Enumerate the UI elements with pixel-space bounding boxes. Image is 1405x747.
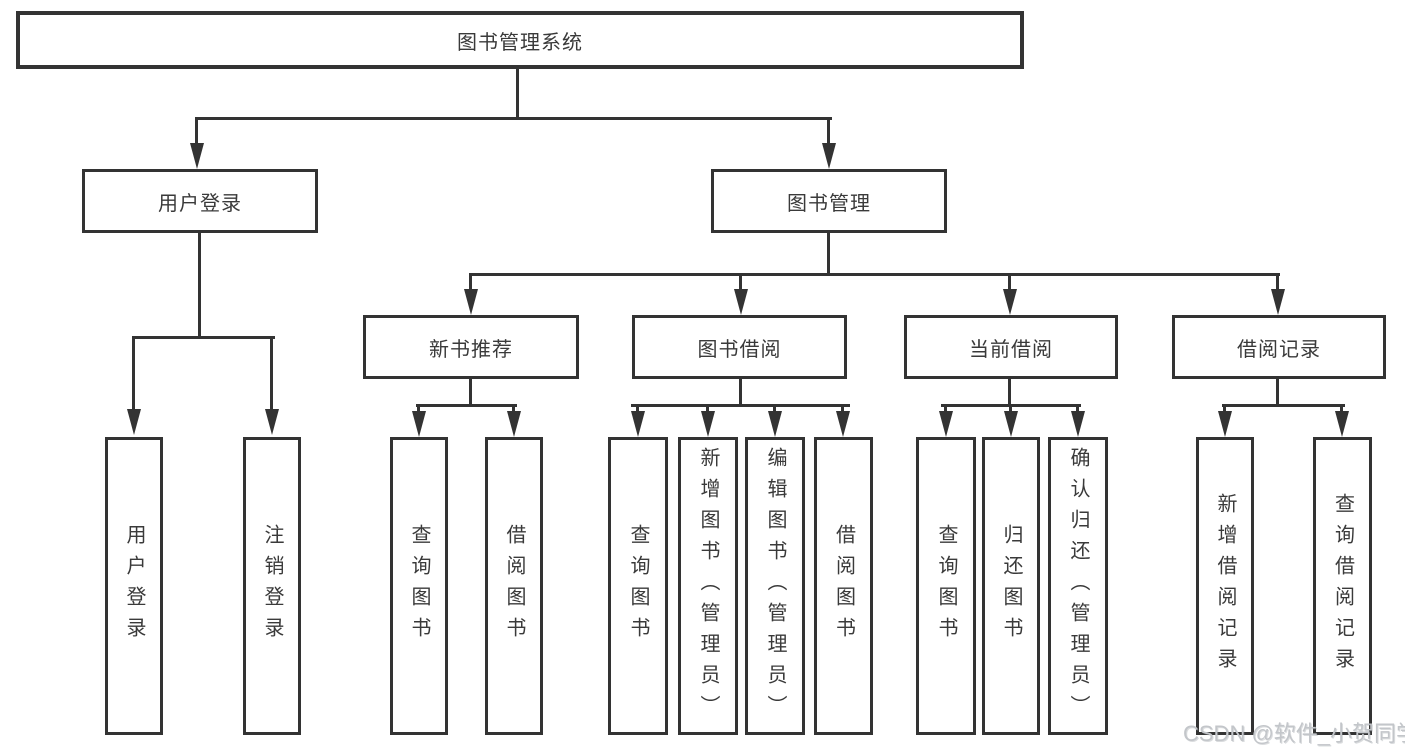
connector-arrow-stem xyxy=(1009,404,1012,414)
node-user-login: 用户登录 xyxy=(82,169,318,233)
node-leaf-borrow-books-borrowing: 借阅图书 xyxy=(814,437,873,735)
arrow-down-icon xyxy=(412,411,426,437)
arrow-down-icon xyxy=(190,143,204,169)
node-leaf-confirm-return-admin-label: 确认归还（管理员） xyxy=(1067,446,1089,726)
connector-arrow-stem xyxy=(1276,273,1279,291)
node-leaf-query-books-current: 查询图书 xyxy=(916,437,976,735)
connector-arrow-stem xyxy=(636,404,639,414)
node-leaf-query-books-recommend-label: 查询图书 xyxy=(408,524,430,648)
arrow-down-icon xyxy=(127,409,141,435)
node-leaf-add-book-admin: 新增图书（管理员） xyxy=(678,437,738,735)
arrow-down-icon xyxy=(836,411,850,437)
connector-arrow-stem xyxy=(270,336,273,411)
node-book-borrowing: 图书借阅 xyxy=(632,315,847,379)
connector-records-stem xyxy=(1276,379,1279,407)
connector-root-hline xyxy=(195,117,832,120)
arrow-down-icon xyxy=(822,143,836,169)
node-leaf-add-book-admin-label: 新增图书（管理员） xyxy=(697,446,719,726)
node-new-book-recommend: 新书推荐 xyxy=(363,315,579,379)
node-leaf-user-login-label: 用户登录 xyxy=(123,524,145,648)
connector-user-login-hline xyxy=(132,336,275,339)
node-leaf-borrow-books-borrowing-label: 借阅图书 xyxy=(832,524,855,648)
connector-arrow-stem xyxy=(706,404,709,414)
connector-user-login-stem xyxy=(198,233,201,338)
arrow-down-icon xyxy=(734,289,748,315)
watermark: CSDN @软件_小贺同学 xyxy=(1183,721,1405,746)
node-leaf-logout: 注销登录 xyxy=(243,437,301,735)
node-leaf-edit-book-admin: 编辑图书（管理员） xyxy=(745,437,805,735)
arrow-down-icon xyxy=(939,411,953,437)
node-library-system-label: 图书管理系统 xyxy=(457,31,583,54)
node-library-system: 图书管理系统 xyxy=(16,11,1024,69)
connector-recommend-hline xyxy=(416,404,517,407)
node-leaf-query-borrow-record-label: 查询借阅记录 xyxy=(1331,493,1354,679)
arrow-down-icon xyxy=(1071,411,1085,437)
arrow-down-icon xyxy=(464,289,478,315)
node-current-borrowing: 当前借阅 xyxy=(904,315,1118,379)
connector-arrow-stem xyxy=(417,404,420,414)
arrow-down-icon xyxy=(265,409,279,435)
arrow-down-icon xyxy=(1218,411,1232,437)
node-new-book-recommend-label: 新书推荐 xyxy=(429,338,513,361)
connector-arrow-user-login-stem xyxy=(195,117,198,145)
connector-arrow-stem xyxy=(469,273,472,291)
connector-arrow-stem xyxy=(1340,404,1343,414)
connector-arrow-stem xyxy=(1008,273,1011,291)
connector-arrow-stem xyxy=(739,273,742,291)
node-leaf-query-borrow-record: 查询借阅记录 xyxy=(1313,437,1372,735)
connector-borrowing-stem xyxy=(739,379,742,407)
node-leaf-edit-book-admin-label: 编辑图书（管理员） xyxy=(764,446,786,726)
node-leaf-add-borrow-record-label: 新增借阅记录 xyxy=(1214,493,1236,679)
node-leaf-confirm-return-admin: 确认归还（管理员） xyxy=(1048,437,1108,735)
connector-recommend-stem xyxy=(469,379,472,407)
node-book-management: 图书管理 xyxy=(711,169,947,233)
connector-records-hline xyxy=(1222,404,1345,407)
node-leaf-borrow-books-recommend: 借阅图书 xyxy=(485,437,543,735)
node-leaf-logout-label: 注销登录 xyxy=(261,524,283,648)
node-leaf-query-books-recommend: 查询图书 xyxy=(390,437,448,735)
connector-arrow-stem xyxy=(512,404,515,414)
connector-book-mgmt-stem xyxy=(827,233,830,276)
node-leaf-borrow-books-recommend-label: 借阅图书 xyxy=(503,524,525,648)
connector-book-mgmt-hline xyxy=(469,273,1280,276)
arrow-down-icon xyxy=(768,411,782,437)
node-leaf-add-borrow-record: 新增借阅记录 xyxy=(1196,437,1254,735)
connector-borrowing-hline xyxy=(631,404,850,407)
connector-arrow-stem xyxy=(841,404,844,414)
connector-arrow-stem xyxy=(944,404,947,414)
connector-arrow-stem xyxy=(132,336,135,411)
node-leaf-return-book-label: 归还图书 xyxy=(1000,524,1022,648)
connector-current-stem xyxy=(1008,379,1011,407)
node-user-login-label: 用户登录 xyxy=(158,192,242,215)
arrow-down-icon xyxy=(701,411,715,437)
connector-arrow-stem xyxy=(1076,404,1079,414)
arrow-down-icon xyxy=(507,411,521,437)
node-leaf-query-books-current-label: 查询图书 xyxy=(935,524,957,648)
arrow-down-icon xyxy=(1335,411,1349,437)
node-borrow-records-label: 借阅记录 xyxy=(1237,338,1321,361)
node-book-management-label: 图书管理 xyxy=(787,192,871,215)
connector-root-stem xyxy=(516,69,519,117)
node-leaf-user-login: 用户登录 xyxy=(105,437,163,735)
node-book-borrowing-label: 图书借阅 xyxy=(697,338,782,361)
arrow-down-icon xyxy=(1003,289,1017,315)
connector-arrow-stem xyxy=(773,404,776,414)
node-borrow-records: 借阅记录 xyxy=(1172,315,1386,379)
arrow-down-icon xyxy=(1004,411,1018,437)
node-leaf-return-book: 归还图书 xyxy=(982,437,1040,735)
node-leaf-query-books-borrowing-label: 查询图书 xyxy=(627,524,649,648)
node-leaf-query-books-borrowing: 查询图书 xyxy=(608,437,668,735)
connector-arrow-stem xyxy=(1223,404,1226,414)
node-current-borrowing-label: 当前借阅 xyxy=(969,338,1053,361)
connector-arrow-book-mgmt-stem xyxy=(827,117,830,145)
arrow-down-icon xyxy=(1271,289,1285,315)
arrow-down-icon xyxy=(631,411,645,437)
